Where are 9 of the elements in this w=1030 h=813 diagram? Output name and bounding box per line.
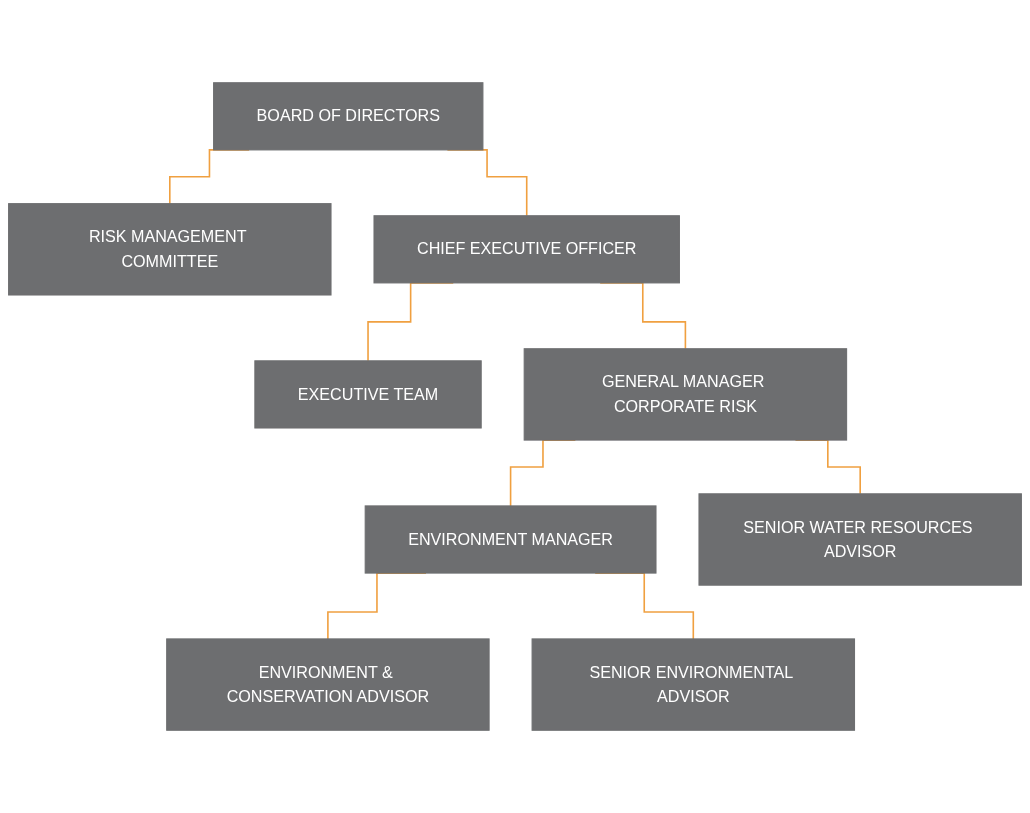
node-box: RISK MANAGEMENT COMMITTEE (8, 203, 332, 296)
node-box: ENVIRONMENT MANAGER (364, 505, 657, 574)
node-box: EXECUTIVE TEAM (254, 360, 482, 429)
node-box: GENERAL MANAGER CORPORATE RISK (523, 348, 848, 441)
node-box: CHIEF EXECUTIVE OFFICER (373, 215, 680, 284)
node-box: BOARD OF DIRECTORS (213, 82, 484, 151)
node-box: SENIOR WATER RESOURCES ADVISOR (698, 493, 1022, 586)
node-box: ENVIRONMENT & CONSERVATION ADVISOR (166, 638, 490, 731)
node-box: SENIOR ENVIRONMENTAL ADVISOR (531, 638, 856, 731)
